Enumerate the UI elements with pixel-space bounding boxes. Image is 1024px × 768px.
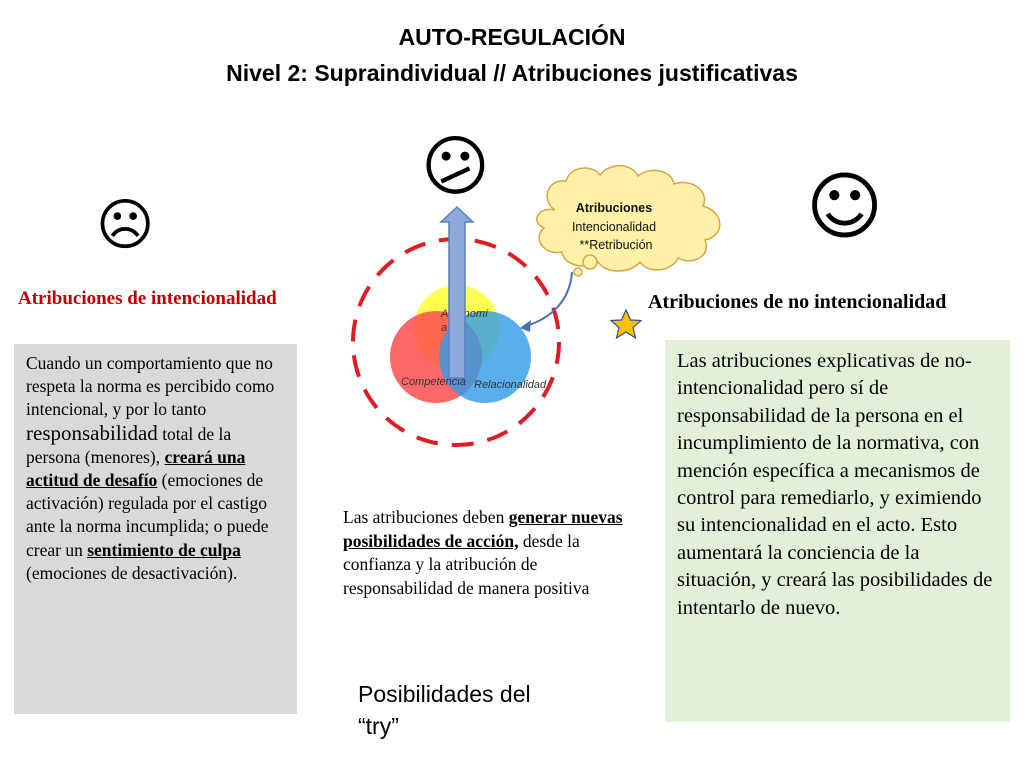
venn-label-relacionalidad: Relacionalidad [474,379,547,391]
sad-face-icon: ☹ [96,193,155,258]
left-text-2: total de la persona (menores), [26,423,232,467]
left-text-1: Cuando un comportamiento que no respeta … [26,353,275,420]
connector-arrow [525,271,573,327]
left-text-3: (emociones de activación) regulada por e… [26,470,269,560]
right-heading: Atribuciones de no intencionalidad [648,291,947,313]
left-heading: Atribuciones de intencionalidad [18,288,277,309]
try-line-2: “try” [358,713,399,739]
venn-label-competencia: Competencia [401,376,466,388]
center-text-acciones: generar nuevas posibilidades de acción, [343,507,623,551]
center-description: Las atribuciones deben generar nuevas po… [343,506,643,600]
cloud-line-3: **Retribución [580,238,653,252]
up-arrow [439,205,475,379]
title-line-1: AUTO-REGULACIÓN [398,24,626,50]
left-text-4: (emociones de desactivación). [26,562,238,583]
venn-label-autonomia-2: a [441,322,447,334]
left-description-box: Cuando un comportamiento que no respeta … [14,344,297,714]
smiley-face-icon: ☺ [806,164,884,250]
center-text-2: desde la confianza y la atribución de re… [343,530,590,598]
cloud-title: Atribuciones [576,201,652,215]
left-text-culpa: sentimiento de culpa [87,539,241,560]
cloud-bubble-1 [582,254,598,270]
cloud-line-2: Intencionalidad [572,220,656,234]
try-caption: Posibilidades del “try” [358,678,531,742]
cloud-bubble-2 [573,267,583,277]
right-description-box: Las atribuciones explicativas de no-inte… [665,340,1010,722]
title-line-2: Nivel 2: Supraindividual // Atribuciones… [226,60,798,86]
center-text-1: Las atribuciones deben [343,507,509,527]
left-text-responsabilidad: responsabilidad [26,420,158,445]
left-text-desafio: creará una actitud de desafío [26,446,246,491]
confused-face-icon: 😕 [421,128,490,205]
right-text: Las atribuciones explicativas de no-inte… [677,350,993,619]
try-line-1: Posibilidades del [358,681,531,707]
star-icon [609,308,643,340]
thought-cloud [536,165,721,272]
connector-arrowhead [520,320,531,332]
